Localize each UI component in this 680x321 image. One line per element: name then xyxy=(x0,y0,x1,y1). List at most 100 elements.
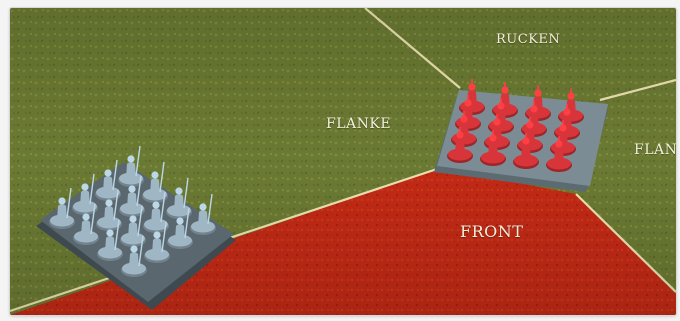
grey-figure-body xyxy=(81,220,91,236)
grey-figure xyxy=(144,221,170,263)
grey-figure xyxy=(142,161,168,203)
grey-figure-body xyxy=(174,194,184,210)
grey-figure-body xyxy=(103,176,113,192)
red-figure-head xyxy=(489,134,497,142)
red-figure-body xyxy=(455,138,465,154)
back-zone-label: RUCKEN xyxy=(496,32,561,47)
grey-figure-spear xyxy=(66,187,72,219)
grey-figure-head xyxy=(128,185,136,193)
grey-figure-base-top xyxy=(98,246,122,259)
red-figure-body xyxy=(554,147,564,163)
grey-figure-body xyxy=(151,208,161,224)
grey-figure-body xyxy=(126,162,136,178)
grey-figure-base-top xyxy=(119,172,143,185)
grey-figure-spear xyxy=(183,177,189,209)
grey-unit[interactable] xyxy=(36,145,236,310)
board-svg xyxy=(10,8,676,315)
grey-figure-spear xyxy=(160,191,166,223)
grey-figure-spear xyxy=(161,221,167,253)
grey-figure-head xyxy=(199,203,207,211)
grey-figure xyxy=(190,193,216,235)
grey-figure-head xyxy=(153,231,161,239)
red-figure-head xyxy=(555,140,563,148)
grey-figure xyxy=(72,173,98,215)
grey-figure-head xyxy=(175,187,183,195)
grey-figure-spear xyxy=(113,189,119,221)
grey-figure-base-top xyxy=(96,186,120,199)
grey-figure-body xyxy=(80,190,90,206)
grey-figure-base-top xyxy=(122,262,146,275)
grey-figure-body xyxy=(128,222,138,238)
grey-figure-spear xyxy=(90,203,96,235)
grey-figure-base-top xyxy=(120,202,144,215)
red-figure xyxy=(546,136,572,172)
red-figure-body xyxy=(488,141,498,157)
grey-figure xyxy=(120,205,146,247)
red-figure-head xyxy=(530,105,538,113)
grey-figure-head xyxy=(106,229,114,237)
grey-figure-base-top xyxy=(167,204,191,217)
grey-figure-base-top xyxy=(145,248,169,261)
grey-figure-head xyxy=(176,217,184,225)
grey-figure-head xyxy=(58,197,66,205)
red-figure-head xyxy=(497,102,505,110)
red-figure-base-top xyxy=(448,148,472,161)
red-figure xyxy=(447,127,473,163)
red-figure-head xyxy=(522,137,530,145)
grey-figure-spear xyxy=(89,173,95,205)
grey-figure xyxy=(49,187,75,229)
red-unit[interactable] xyxy=(434,79,608,192)
grey-figure-head xyxy=(152,201,160,209)
grey-figure-head xyxy=(105,199,113,207)
red-figure-head xyxy=(534,89,542,97)
grey-figure xyxy=(95,159,121,201)
grey-figure-body xyxy=(175,224,185,240)
grey-figure-spear xyxy=(114,219,120,251)
red-figure-base-top xyxy=(547,157,571,170)
grey-figure-body xyxy=(129,252,139,268)
left-flank-label: FLANKE xyxy=(326,116,392,132)
red-figure-head xyxy=(468,83,476,91)
grey-figure xyxy=(143,191,169,233)
grey-figure-head xyxy=(130,245,138,253)
grey-figure-body xyxy=(105,236,115,252)
grey-figure-base-top xyxy=(121,232,145,245)
grey-figure-spear xyxy=(184,207,190,239)
grey-figure-head xyxy=(129,215,137,223)
grey-figure xyxy=(96,189,122,231)
grey-figure-spear xyxy=(137,205,143,237)
grey-figure-body xyxy=(152,238,162,254)
grey-figure-base-top xyxy=(168,234,192,247)
grey-figure-body xyxy=(150,178,160,194)
grey-figure-body xyxy=(198,210,208,226)
grey-figure-head xyxy=(151,171,159,179)
red-figure-head xyxy=(493,118,501,126)
grey-figure xyxy=(166,177,192,219)
grey-unit-figures xyxy=(49,145,216,277)
grey-figure-spear xyxy=(138,235,144,267)
grey-figure-base-top xyxy=(143,188,167,201)
right-flank-label: FLAN xyxy=(634,142,676,158)
red-figure-head xyxy=(567,92,575,100)
red-figure-head xyxy=(526,121,534,129)
grey-figure xyxy=(167,207,193,249)
grey-figure-base-top xyxy=(73,200,97,213)
grey-figure-head xyxy=(81,183,89,191)
grey-figure xyxy=(73,203,99,245)
red-figure-head xyxy=(501,86,509,94)
red-figure-head xyxy=(563,108,571,116)
grey-figure-spear xyxy=(136,175,142,207)
red-figure-head xyxy=(464,99,472,107)
red-figure-head xyxy=(456,131,464,139)
red-figure-base-top xyxy=(481,151,505,164)
grey-figure-body xyxy=(57,204,67,220)
red-figure-base-top xyxy=(514,154,538,167)
grey-figure xyxy=(121,235,147,277)
grey-figure-spear xyxy=(135,145,141,177)
grey-figure-head xyxy=(104,169,112,177)
grey-figure-body xyxy=(127,192,137,208)
grey-figure-body xyxy=(104,206,114,222)
grey-figure-spear xyxy=(159,161,165,193)
red-unit-figures xyxy=(447,79,584,172)
